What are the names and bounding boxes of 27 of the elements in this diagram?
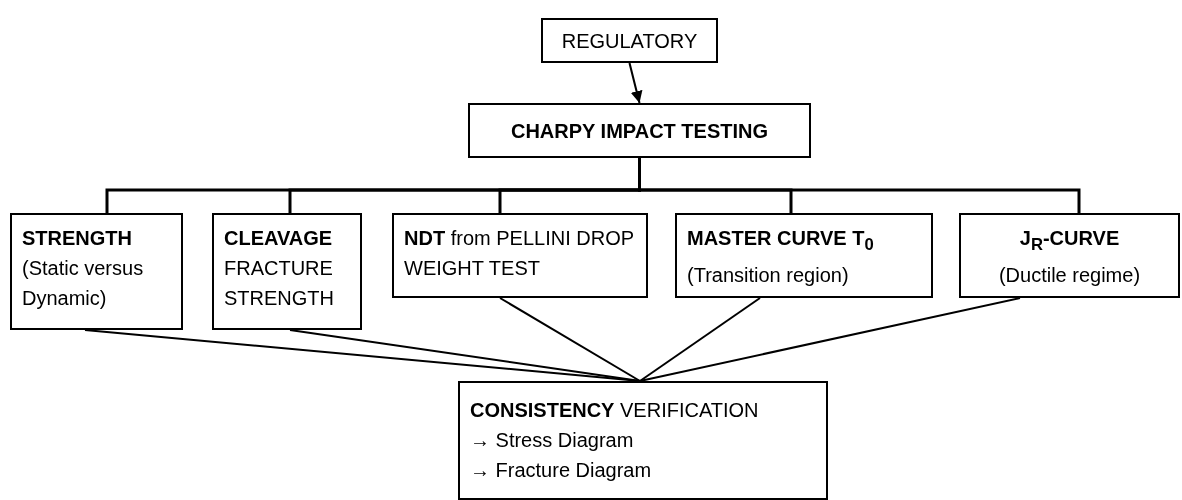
connector-line (639, 297, 1021, 382)
connector-line (638, 158, 1081, 213)
node-heading: CONSISTENCY VERIFICATION (470, 398, 760, 423)
node-text: → Fracture Diagram (470, 458, 653, 483)
node-text: FRACTURE STRENGTH (224, 256, 335, 311)
process-box (392, 213, 648, 298)
node-heading: J$_{R}$-CURVE (1018, 226, 1121, 256)
connector-line (639, 297, 761, 382)
node-text: → Stress Diagram (470, 428, 635, 453)
node-heading: CHARPY IMPACT TESTING (509, 119, 770, 144)
node-heading: NDT from PELLINI DROP WEIGHT TEST (404, 226, 635, 281)
process-box (10, 213, 183, 330)
process-box (675, 213, 933, 298)
node-heading: STRENGTH (22, 226, 133, 251)
arrow (628, 62, 643, 104)
process-box (541, 18, 718, 63)
connector-line (499, 297, 641, 382)
node-text: (Static versus Dynamic) (22, 256, 145, 311)
process-box (458, 381, 828, 500)
node-heading: MASTER CURVE T$_{0}$ (687, 226, 875, 256)
process-box (959, 213, 1180, 298)
process-box (212, 213, 362, 330)
node-text: (Transition region) (687, 263, 850, 288)
node-heading: REGULATORY (560, 29, 699, 54)
node-heading: CLEAVAGE (224, 226, 334, 251)
process-box (468, 103, 811, 158)
node-text: (Ductile regime) (997, 263, 1142, 288)
